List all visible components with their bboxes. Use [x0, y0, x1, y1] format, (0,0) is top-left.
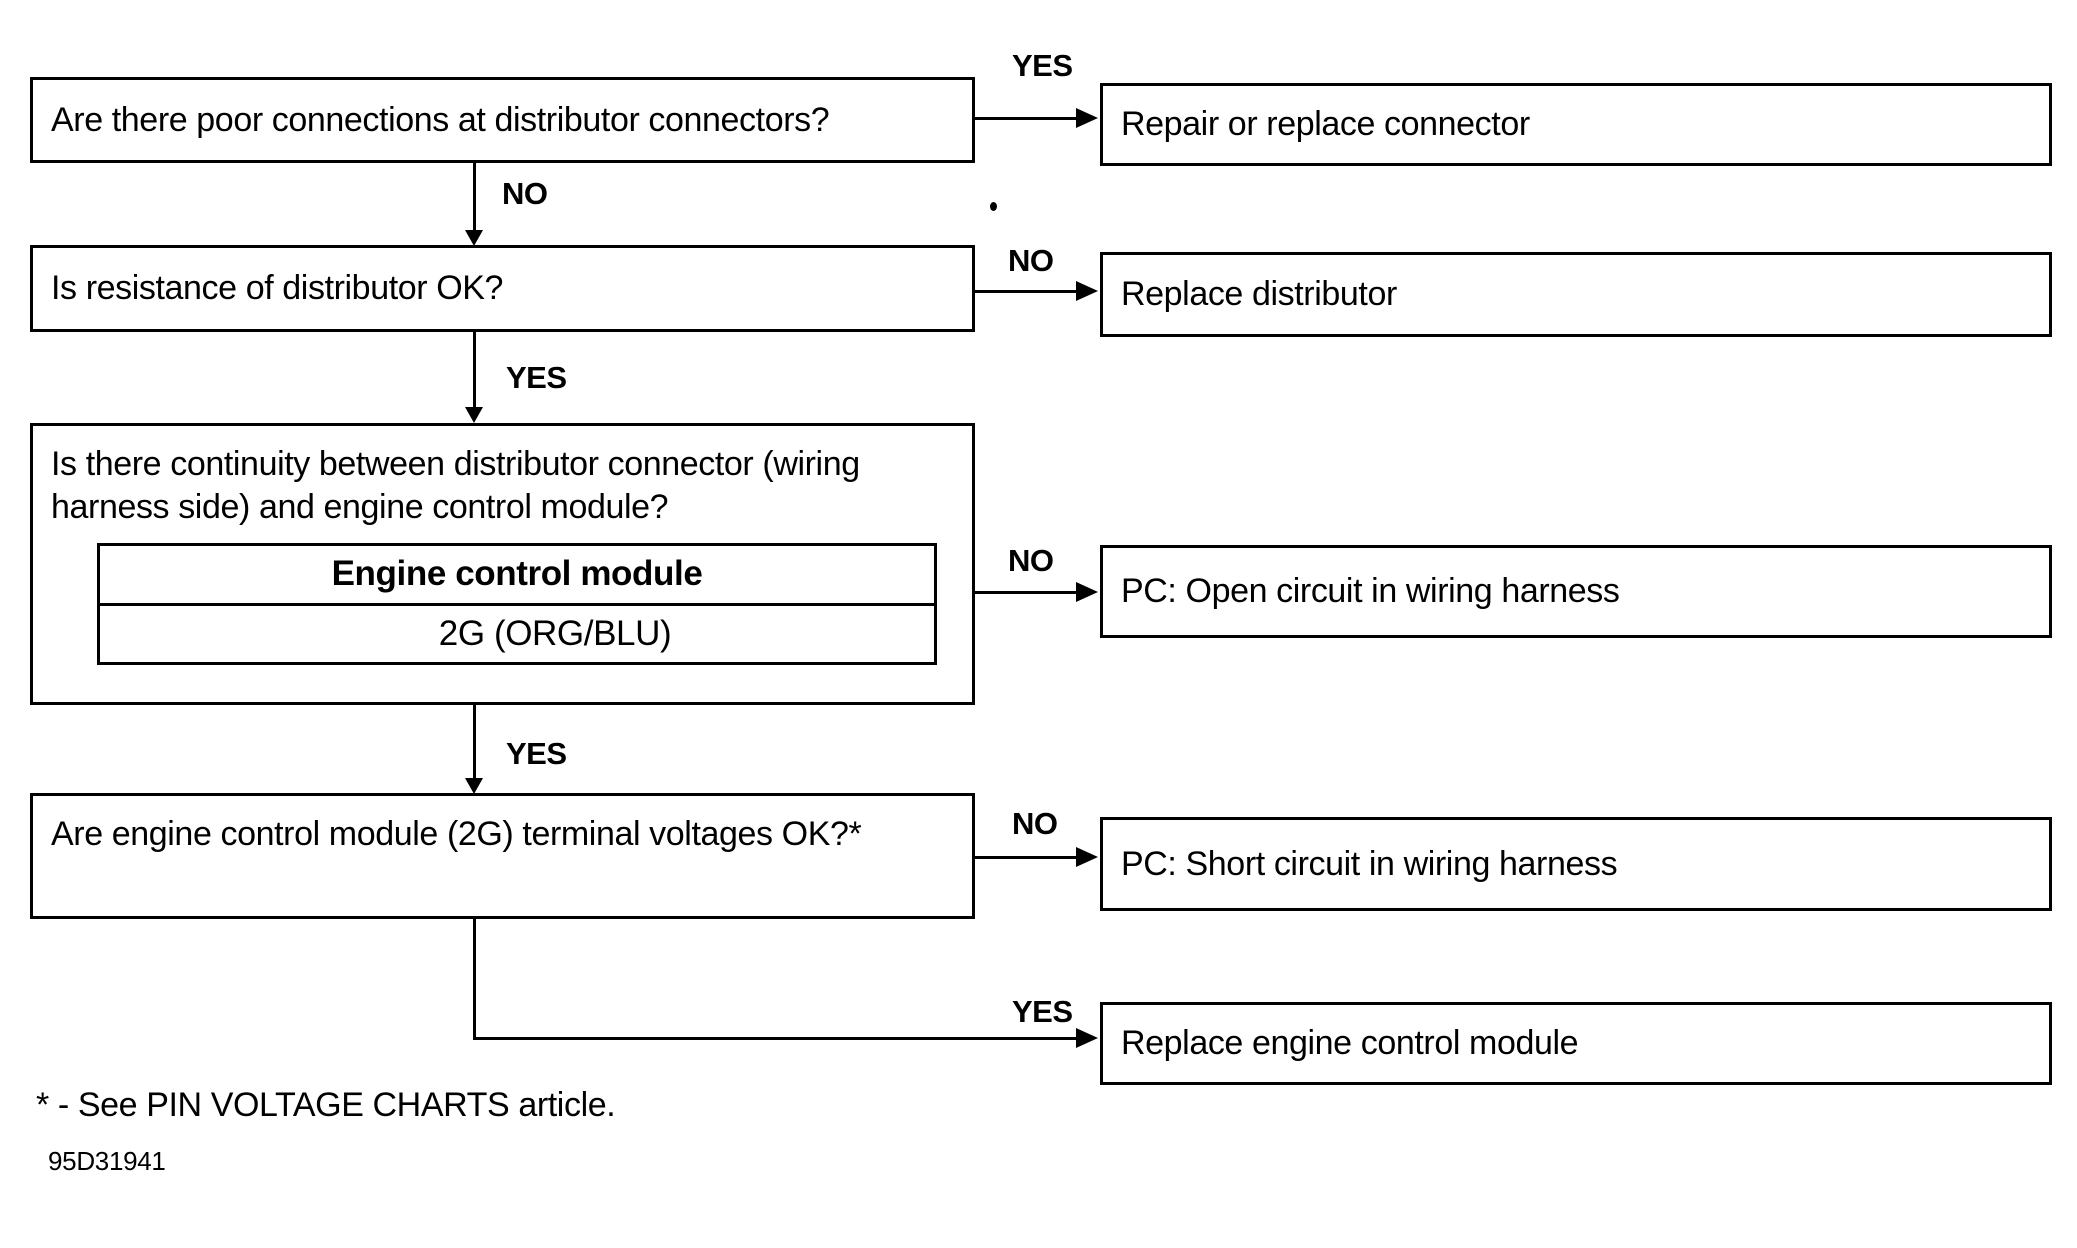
- arrow-head-right-icon: [1076, 582, 1098, 602]
- question-box-distributor-resistance: Is resistance of distributor OK?: [30, 245, 975, 332]
- result-text: Replace engine control module: [1121, 1024, 1579, 1063]
- arrow-head-right-icon: [1076, 281, 1098, 301]
- arrow-head-right-icon: [1076, 1028, 1098, 1048]
- branch-label-no: NO: [1008, 243, 1054, 278]
- arrow-head-right-icon: [1076, 108, 1098, 128]
- result-box-open-circuit: PC: Open circuit in wiring harness: [1100, 545, 2052, 638]
- arrow-line-q3-no: [975, 591, 1078, 594]
- figure-id: 95D31941: [48, 1146, 166, 1176]
- ink-speck: [990, 202, 997, 211]
- arrow-line-q4-yes-horizontal: [473, 1037, 1078, 1040]
- arrow-head-down-icon: [465, 407, 483, 423]
- question-text: Is there continuity between distributor …: [51, 445, 860, 526]
- branch-label-yes: YES: [1012, 48, 1073, 83]
- branch-label-yes: YES: [506, 736, 567, 771]
- result-text: PC: Short circuit in wiring harness: [1121, 844, 1618, 883]
- branch-label-yes: YES: [1012, 994, 1073, 1029]
- question-box-poor-connections: Are there poor connections at distributo…: [30, 77, 975, 163]
- result-text: PC: Open circuit in wiring harness: [1121, 572, 1620, 611]
- branch-label-yes: YES: [506, 360, 567, 395]
- question-text: Are engine control module (2G) terminal …: [51, 815, 862, 853]
- result-box-replace-distributor: Replace distributor: [1100, 252, 2052, 337]
- result-box-replace-ecm: Replace engine control module: [1100, 1002, 2052, 1085]
- arrow-line-q1-no: [473, 163, 476, 232]
- arrow-head-down-icon: [465, 230, 483, 246]
- question-text: Is resistance of distributor OK?: [51, 269, 504, 308]
- arrow-line-q1-yes: [975, 117, 1078, 120]
- branch-label-no: NO: [1008, 543, 1054, 578]
- arrow-line-q3-yes: [473, 705, 476, 780]
- arrow-head-down-icon: [465, 778, 483, 794]
- branch-label-no: NO: [502, 176, 548, 211]
- arrow-line-q4-no: [975, 856, 1078, 859]
- footnote: * - See PIN VOLTAGE CHARTS article.: [36, 1086, 616, 1124]
- question-box-terminal-voltages: Are engine control module (2G) terminal …: [30, 793, 975, 919]
- branch-label-no: NO: [1012, 806, 1058, 841]
- ecm-table-terminal: 2G (ORG/BLU): [438, 613, 672, 653]
- result-box-short-circuit: PC: Short circuit in wiring harness: [1100, 817, 2052, 911]
- arrow-head-right-icon: [1076, 847, 1098, 867]
- arrow-line-q4-yes-vertical: [473, 919, 476, 1040]
- ecm-terminal-table: Engine control module 2G (ORG/BLU): [97, 543, 937, 665]
- arrow-line-q2-yes: [473, 332, 476, 409]
- result-text: Replace distributor: [1121, 275, 1397, 314]
- arrow-line-q2-no: [975, 290, 1078, 293]
- ecm-table-header: Engine control module: [100, 546, 934, 606]
- question-text: Are there poor connections at distributo…: [51, 100, 830, 139]
- result-text: Repair or replace connector: [1121, 105, 1530, 144]
- result-box-repair-connector: Repair or replace connector: [1100, 83, 2052, 166]
